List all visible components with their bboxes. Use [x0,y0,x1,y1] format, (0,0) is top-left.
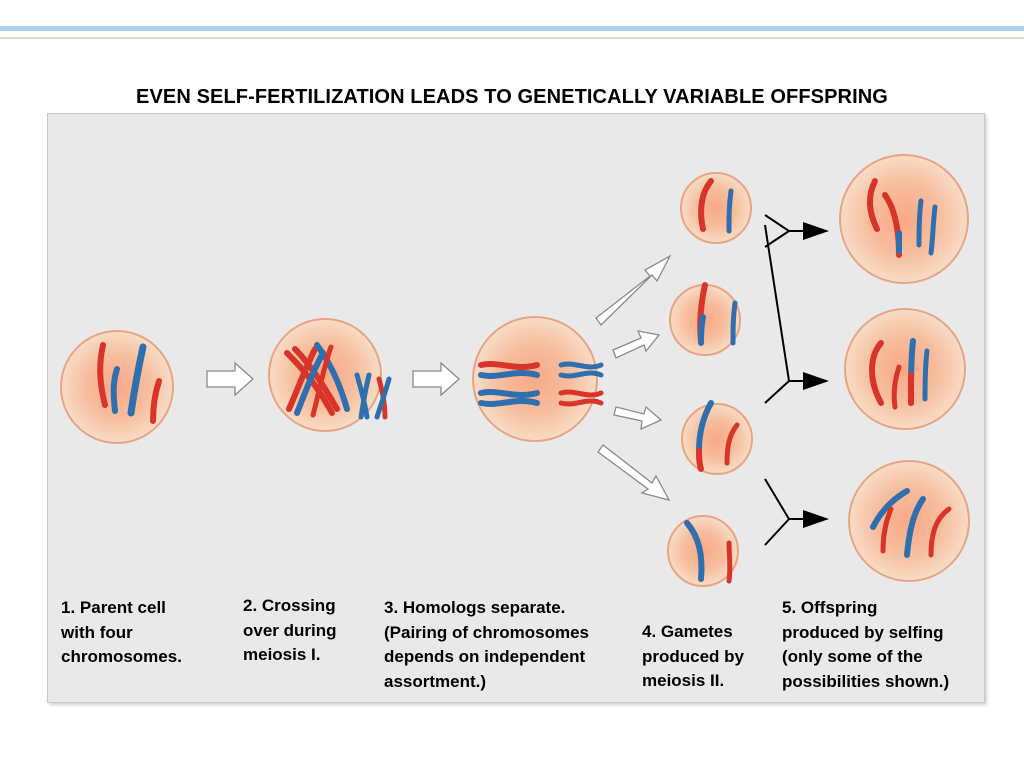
offspring-arrow-3 [803,510,829,528]
gamete-3 [681,400,753,475]
gamete-arrow-2 [612,330,661,359]
fertilization-connectors [764,214,805,546]
meiosis-diagram [60,154,970,587]
step-label-2: 2. Crossing over during meiosis I. [243,596,337,664]
gamete-arrow-3 [613,405,663,431]
gamete-arrow-4 [597,444,671,502]
offspring-1 [839,154,969,284]
step-label-3: 3. Homologs separate. (Pairing of chromo… [384,598,589,691]
step-label-1: 1. Parent cell with four chromosomes. [61,598,182,666]
homologs-separate-cell [472,316,604,442]
step-arrow-1 [206,361,254,397]
offspring-3 [848,460,970,582]
step-label-5: 5. Offspring produced by selfing (only s… [782,598,950,691]
slide-title: EVEN SELF-FERTILIZATION LEADS TO GENETIC… [136,86,888,108]
metaphase-chromosomes [478,361,604,407]
gamete-4 [667,515,739,587]
parent-chromosomes [97,342,162,424]
header-rule-blue [0,26,1024,31]
step-arrow-2 [412,361,460,397]
offspring-arrow-2 [803,372,829,390]
header-rule-green [0,37,1024,39]
parent-cell [60,330,174,444]
offspring-2 [844,308,966,430]
gamete-2 [669,282,741,356]
offspring-arrow-1 [803,222,829,240]
gamete-1 [680,172,752,244]
crossing-over-cell [268,318,392,432]
step-label-4: 4. Gametes produced by meiosis II. [642,622,745,690]
gamete-arrow-1 [595,254,672,326]
crossing-over-chromosomes [284,342,392,420]
